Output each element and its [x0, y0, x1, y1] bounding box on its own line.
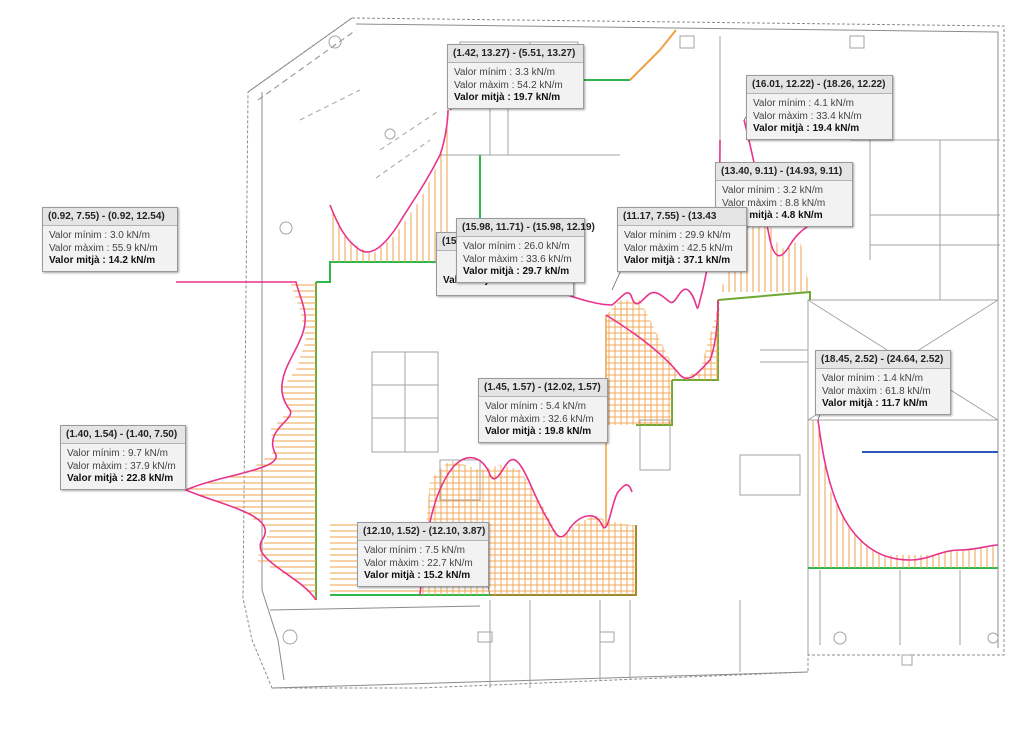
mean-value: 19.7 kN/m [513, 92, 561, 103]
max-value: 22.7 kN/m [427, 557, 473, 569]
max-value: 33.6 kN/m [526, 253, 572, 265]
max-label: Valor màxim [485, 413, 540, 425]
callout-bottom: (12.10, 1.52) - (12.10, 3.87) Valor míni… [357, 522, 489, 587]
min-value: 26.0 kN/m [523, 241, 570, 252]
callout-coords: (13.40, 9.11) - (14.93, 9.11) [716, 163, 852, 181]
max-value: 8.8 kN/m [785, 197, 826, 209]
max-label: Valor màxim [49, 242, 104, 254]
load-curve-far-right [817, 419, 999, 561]
min-label: Valor mínim [67, 448, 120, 459]
max-label: Valor màxim [624, 242, 679, 254]
max-value: 33.4 kN/m [816, 110, 862, 122]
mean-label: Valor mitjà [49, 255, 100, 266]
max-label: Valor màxim [822, 385, 877, 397]
max-value: 55.9 kN/m [112, 242, 158, 254]
callout-coords: (16.01, 12.22) - (18.26, 12.22) [747, 76, 892, 94]
callout-left-upper: (0.92, 7.55) - (0.92, 12.54) Valor mínim… [42, 207, 178, 272]
min-value: 7.5 kN/m [424, 545, 465, 556]
max-label: Valor màxim [753, 110, 808, 122]
callout-coords: (11.17, 7.55) - (13.43 [618, 208, 746, 226]
min-label: Valor mínim [364, 545, 417, 556]
min-value: 3.2 kN/m [782, 185, 823, 196]
mean-value: 14.2 kN/m [108, 255, 156, 266]
max-label: Valor màxim [67, 460, 122, 472]
callout-coords: (1.45, 1.57) - (12.02, 1.57) [479, 379, 607, 397]
min-label: Valor mínim [49, 230, 102, 241]
load-curve-right-lower [605, 299, 719, 380]
callout-coords: (12.10, 1.52) - (12.10, 3.87) [358, 523, 488, 541]
callout-center-right: (11.17, 7.55) - (13.43 Valor mínim : 29.… [617, 207, 747, 272]
support-lines [315, 29, 998, 600]
building-outline [242, 17, 1005, 689]
callout-center-lower: (1.45, 1.57) - (12.02, 1.57) Valor mínim… [478, 378, 608, 443]
callout-coords: (1.40, 1.54) - (1.40, 7.50) [61, 426, 185, 444]
min-label: Valor mínim [463, 241, 516, 252]
max-value: 32.6 kN/m [548, 413, 594, 425]
callout-far-right: (18.45, 2.52) - (24.64, 2.52) Valor míni… [815, 350, 951, 415]
callout-left-lower: (1.40, 1.54) - (1.40, 7.50) Valor mínim … [60, 425, 186, 490]
mean-value: 4.8 kN/m [781, 210, 823, 221]
mean-label: Valor mitjà [722, 210, 773, 221]
callout-center: (15.98, 11.71) - (15.98, 12.19) Valor mí… [456, 218, 595, 283]
callout-top-right: (16.01, 12.22) - (18.26, 12.22) Valor mí… [746, 75, 893, 140]
callout-coords: (1.42, 13.27) - (5.51, 13.27) [448, 45, 583, 63]
min-label: Valor mínim [822, 373, 875, 384]
callout-coords: (15.98, 11.71) - (15.98, 12.19) [457, 219, 595, 237]
min-label: Valor mínim [624, 230, 677, 241]
min-value: 4.1 kN/m [813, 98, 854, 109]
mean-value: 11.7 kN/m [881, 398, 928, 409]
min-value: 5.4 kN/m [545, 401, 586, 412]
max-value: 54.2 kN/m [517, 79, 563, 91]
mean-label: Valor mitjà [485, 426, 536, 437]
mean-value: 19.8 kN/m [544, 426, 592, 437]
mean-label: Valor mitjà [822, 398, 873, 409]
mean-value: 22.8 kN/m [126, 473, 174, 484]
callout-top: (1.42, 13.27) - (5.51, 13.27) Valor míni… [447, 44, 584, 109]
mean-value: 29.7 kN/m [522, 266, 570, 277]
mean-label: Valor mitjà [67, 473, 118, 484]
load-curve-left [176, 281, 317, 601]
max-value: 37.9 kN/m [130, 460, 176, 472]
min-value: 29.9 kN/m [684, 230, 731, 241]
mean-value: 15.2 kN/m [423, 570, 471, 581]
min-value: 9.7 kN/m [127, 448, 168, 459]
min-value: 1.4 kN/m [882, 373, 923, 384]
mean-label: Valor mitjà [364, 570, 415, 581]
mean-label: Valor mitjà [454, 92, 505, 103]
max-label: Valor màxim [722, 197, 777, 209]
max-value: 61.8 kN/m [885, 385, 931, 397]
load-curve-bottom [419, 456, 633, 596]
min-label: Valor mínim [485, 401, 538, 412]
mean-label: Valor mitjà [463, 266, 514, 277]
max-label: Valor màxim [454, 79, 509, 91]
min-value: 3.0 kN/m [109, 230, 150, 241]
min-label: Valor mínim [454, 67, 507, 78]
min-value: 3.3 kN/m [514, 67, 555, 78]
min-label: Valor mínim [753, 98, 806, 109]
max-label: Valor màxim [364, 557, 419, 569]
mean-label: Valor mitjà [753, 123, 804, 134]
callout-coords: (0.92, 7.55) - (0.92, 12.54) [43, 208, 177, 226]
load-curves [176, 109, 999, 601]
max-label: Valor màxim [463, 253, 518, 265]
load-curve-top [329, 109, 449, 253]
max-value: 42.5 kN/m [687, 242, 733, 254]
mean-value: 19.4 kN/m [812, 123, 860, 134]
min-label: Valor mínim [722, 185, 775, 196]
mean-value: 37.1 kN/m [683, 255, 731, 266]
callout-coords: (18.45, 2.52) - (24.64, 2.52) [816, 351, 950, 369]
mean-label: Valor mitjà [624, 255, 675, 266]
